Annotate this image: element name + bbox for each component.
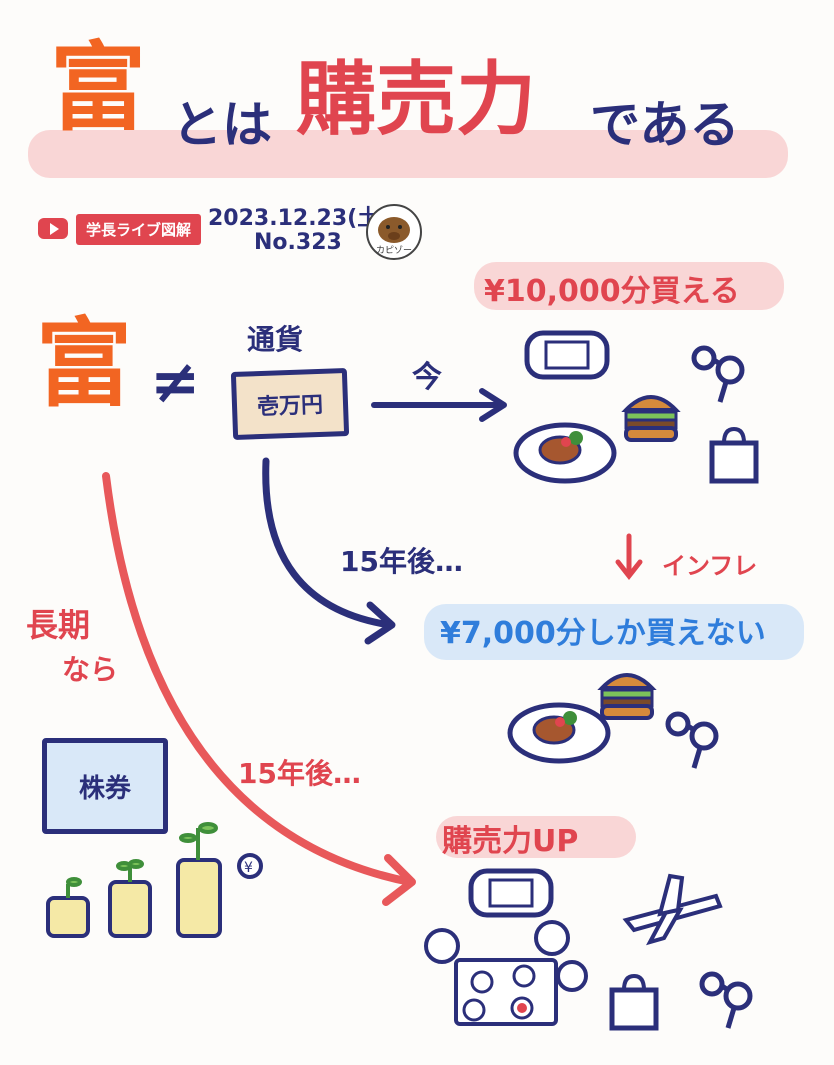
down-arrow-icon (615, 533, 643, 581)
burger-icon-2 (597, 673, 657, 720)
stock-certificate: 株券 (42, 738, 168, 834)
shopping-bag-icon (709, 426, 759, 484)
buy-now-highlight (474, 262, 784, 310)
buy-less-highlight (424, 604, 804, 660)
title-wealth: 富 (50, 32, 146, 144)
long-term-label: 長期 (26, 606, 91, 644)
now-arrow (371, 388, 507, 422)
title-dearu: である (590, 96, 740, 154)
game-console-icon-2 (468, 868, 554, 918)
buy-now-text: ¥10,000分買える (484, 274, 740, 309)
now-label: 今 (412, 360, 442, 395)
wealth-char: 富 (36, 308, 132, 420)
long-term-arrow (102, 472, 416, 906)
power-up-highlight (436, 816, 636, 858)
inflation-label: インフレ (662, 552, 758, 580)
capybara-icon (378, 217, 410, 243)
svg-text:¥: ¥ (244, 860, 253, 876)
glasses-icon-3 (699, 971, 753, 1029)
plate-steak-icon (513, 422, 617, 484)
coin-stacks-icon: ¥ (46, 822, 263, 938)
youtube-icon[interactable] (38, 218, 68, 239)
not-equal-sign: ≠ (150, 347, 201, 417)
currency-label: 通貨 (247, 323, 304, 356)
shopping-bag-icon-2 (609, 973, 659, 1031)
after15-label-b: 15年後… (238, 757, 361, 790)
glasses-icon-2 (665, 711, 719, 769)
banknote: 壱万円 (230, 367, 350, 441)
after15-label-a: 15年後… (340, 545, 463, 578)
glasses-icon (691, 345, 745, 403)
buy-less-text: ¥7,000分しか買えない (440, 616, 766, 651)
title-highlight (28, 130, 788, 178)
stock-label: 株券 (78, 773, 131, 804)
avatar-label: カピゾー (376, 246, 413, 256)
title-towa: とは (172, 96, 272, 154)
channel-badge[interactable]: 学長ライブ図解 (76, 214, 202, 245)
dinner-party-icon (424, 920, 588, 1026)
game-console-icon (524, 330, 610, 380)
power-up-text: 購売力UP (442, 824, 579, 859)
nara-label: なら (62, 653, 119, 686)
burger-icon (621, 395, 681, 442)
date-text: 2023.12.23(土) (208, 206, 390, 231)
title-purchasing-power: 購売力 (296, 53, 536, 146)
number-text: No.323 (254, 230, 342, 255)
after15-arrow (262, 457, 396, 645)
avatar (366, 204, 422, 260)
plate-steak-icon-2 (507, 702, 611, 764)
airplane-icon (622, 873, 723, 946)
